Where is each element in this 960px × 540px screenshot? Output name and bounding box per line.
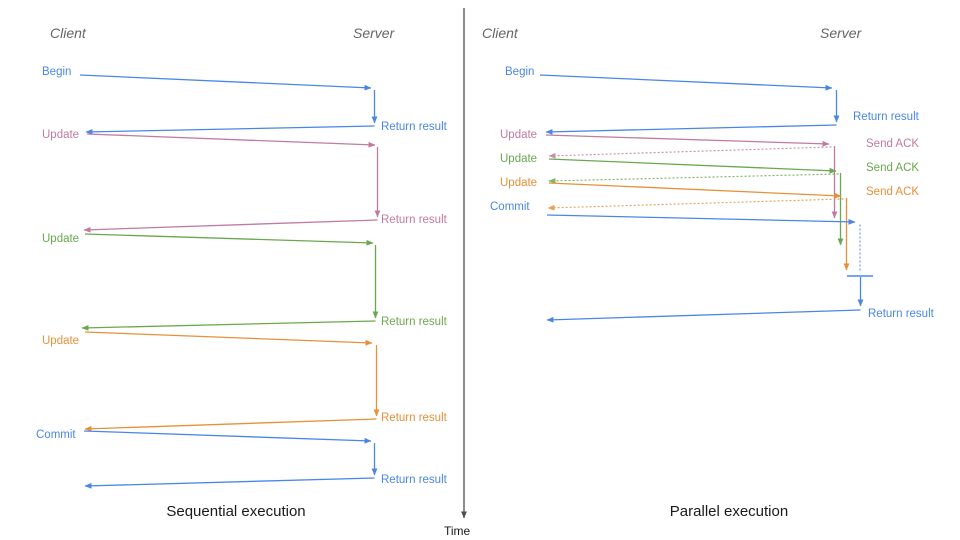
par-update1-ack-arrow xyxy=(548,146,832,159)
seq-commit-return-arrow xyxy=(84,477,375,489)
par-update2-request-arrow xyxy=(548,158,837,174)
par-update3-response-label: Send ACK xyxy=(866,186,919,198)
par-begin-request-arrow xyxy=(539,74,833,91)
seq-update1-label: Update xyxy=(42,129,79,141)
seq-update3-label: Update xyxy=(42,335,79,347)
seq-update2-request-arrow xyxy=(84,233,374,246)
parallel-pane: Client Server Begin Return result Update… xyxy=(482,25,935,520)
seq-commit-request-arrow xyxy=(83,430,372,444)
seq-begin-return-arrow xyxy=(85,125,375,135)
seq-begin-label: Begin xyxy=(42,66,71,78)
par-update1-response-label: Send ACK xyxy=(866,138,919,150)
par-update3-label: Update xyxy=(500,177,537,189)
par-update3-ack-arrow xyxy=(547,198,844,211)
par-update3-request-arrow xyxy=(548,182,842,199)
seq-update3-response-label: Return result xyxy=(381,412,448,424)
par-begin-return-arrow xyxy=(545,124,837,135)
seq-update2-response-label: Return result xyxy=(381,316,448,328)
seq-update1-return-arrow xyxy=(83,219,378,233)
seq-begin-request-arrow xyxy=(79,74,372,91)
seq-server-header: Server xyxy=(353,25,396,41)
par-server-header: Server xyxy=(820,25,863,41)
seq-update2-return-arrow xyxy=(81,320,376,331)
seq-client-header: Client xyxy=(50,25,87,41)
seq-commit-label: Commit xyxy=(36,429,76,441)
par-commit-label: Commit xyxy=(490,201,530,213)
seq-update1-response-label: Return result xyxy=(381,214,448,226)
seq-begin-response-label: Return result xyxy=(381,121,448,133)
par-commit-return-arrow xyxy=(546,309,861,323)
time-axis-label: Time xyxy=(444,524,471,538)
par-update2-response-label: Send ACK xyxy=(866,162,919,174)
seq-update3-request-arrow xyxy=(84,331,373,346)
seq-update2-label: Update xyxy=(42,233,79,245)
par-begin-label: Begin xyxy=(505,66,534,78)
par-client-header: Client xyxy=(482,25,519,41)
sequential-pane: Client Server Begin Return result Update… xyxy=(36,25,448,520)
seq-update1-request-arrow xyxy=(86,133,376,148)
sequential-pane-title: Sequential execution xyxy=(166,503,305,520)
par-commit-request-arrow xyxy=(546,214,856,225)
time-axis: Time xyxy=(444,8,471,538)
par-update2-label: Update xyxy=(500,153,537,165)
par-update1-label: Update xyxy=(500,129,537,141)
par-update2-ack-arrow xyxy=(548,173,839,184)
par-update1-request-arrow xyxy=(545,134,830,147)
seq-commit-response-label: Return result xyxy=(381,474,448,486)
seq-update3-return-arrow xyxy=(84,418,377,432)
par-begin-response-label: Return result xyxy=(853,111,920,123)
par-commit-response-label: Return result xyxy=(868,308,935,320)
parallel-pane-title: Parallel execution xyxy=(670,503,788,520)
